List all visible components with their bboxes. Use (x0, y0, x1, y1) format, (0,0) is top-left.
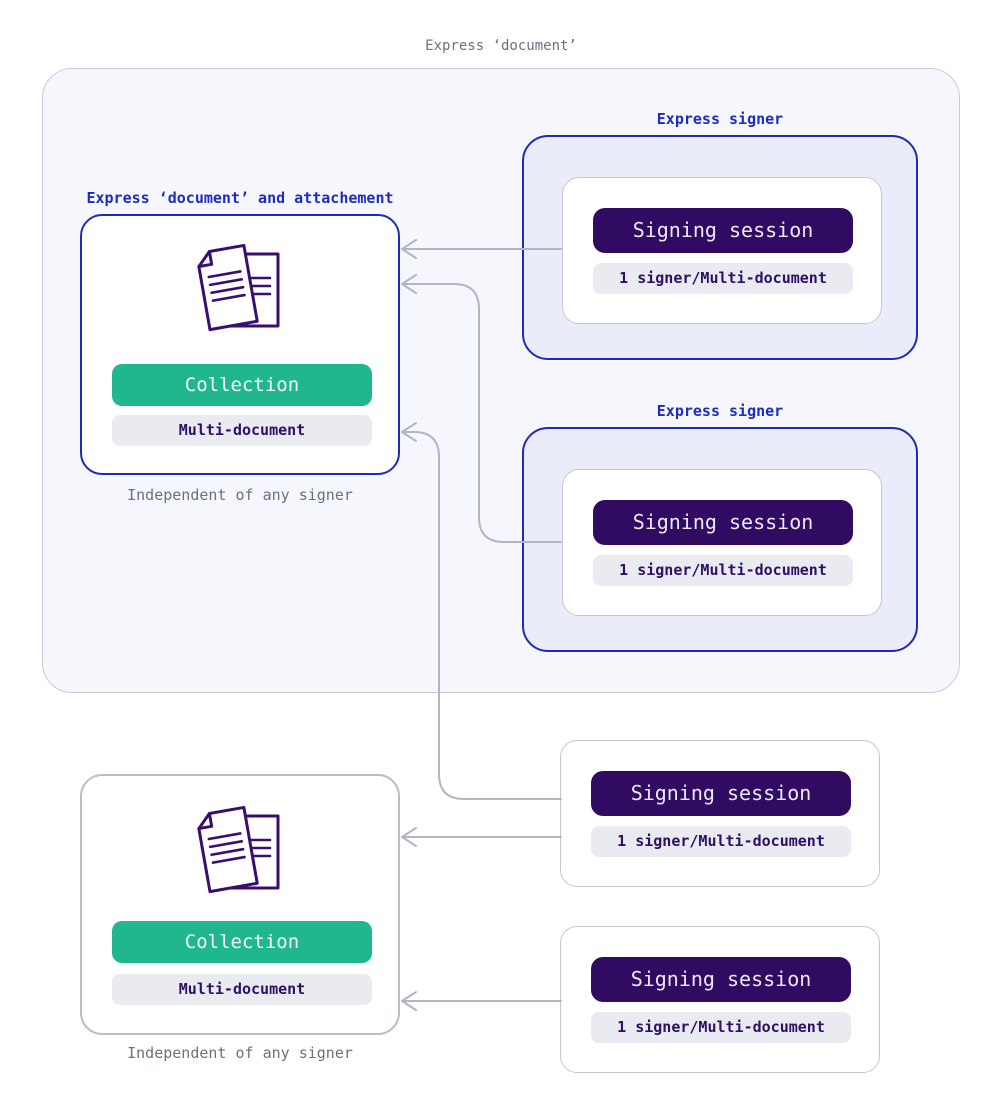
signing-session-node: Signing session (593, 208, 853, 253)
documents-icon (197, 243, 280, 332)
collection-1-box: Collection Multi-document (80, 214, 400, 475)
session-card-2: Signing session 1 signer/Multi-document (562, 469, 882, 616)
signing-session-node: Signing session (593, 500, 853, 545)
documents-icon (197, 805, 280, 894)
diagram-title: Express ‘document’ (425, 38, 577, 54)
collection-2-box: Collection Multi-document (80, 774, 400, 1035)
session-card-3: Signing session 1 signer/Multi-document (560, 740, 880, 887)
collection-1-label: Express ‘document’ and attachement (86, 189, 394, 207)
signer-2-label: Express signer (656, 402, 784, 420)
arrowhead (401, 991, 417, 1011)
signer-1-label: Express signer (656, 110, 784, 128)
signing-session-node: Signing session (591, 771, 851, 816)
collection-type-badge: Multi-document (112, 974, 372, 1005)
collection-node: Collection (112, 921, 372, 963)
session-type-badge: 1 signer/Multi-document (591, 1012, 851, 1043)
collection-1-caption: Independent of any signer (127, 486, 353, 504)
signer-2-box: Signing session 1 signer/Multi-document (522, 427, 918, 652)
session-card-4: Signing session 1 signer/Multi-document (560, 926, 880, 1073)
signer-1-box: Signing session 1 signer/Multi-document (522, 135, 918, 360)
collection-type-badge: Multi-document (112, 415, 372, 446)
signing-session-node: Signing session (591, 957, 851, 1002)
session-type-badge: 1 signer/Multi-document (593, 555, 853, 586)
collection-2-caption: Independent of any signer (127, 1044, 353, 1062)
arrowhead (401, 827, 417, 847)
session-card-1: Signing session 1 signer/Multi-document (562, 177, 882, 324)
session-type-badge: 1 signer/Multi-document (591, 826, 851, 857)
session-type-badge: 1 signer/Multi-document (593, 263, 853, 294)
collection-node: Collection (112, 364, 372, 406)
